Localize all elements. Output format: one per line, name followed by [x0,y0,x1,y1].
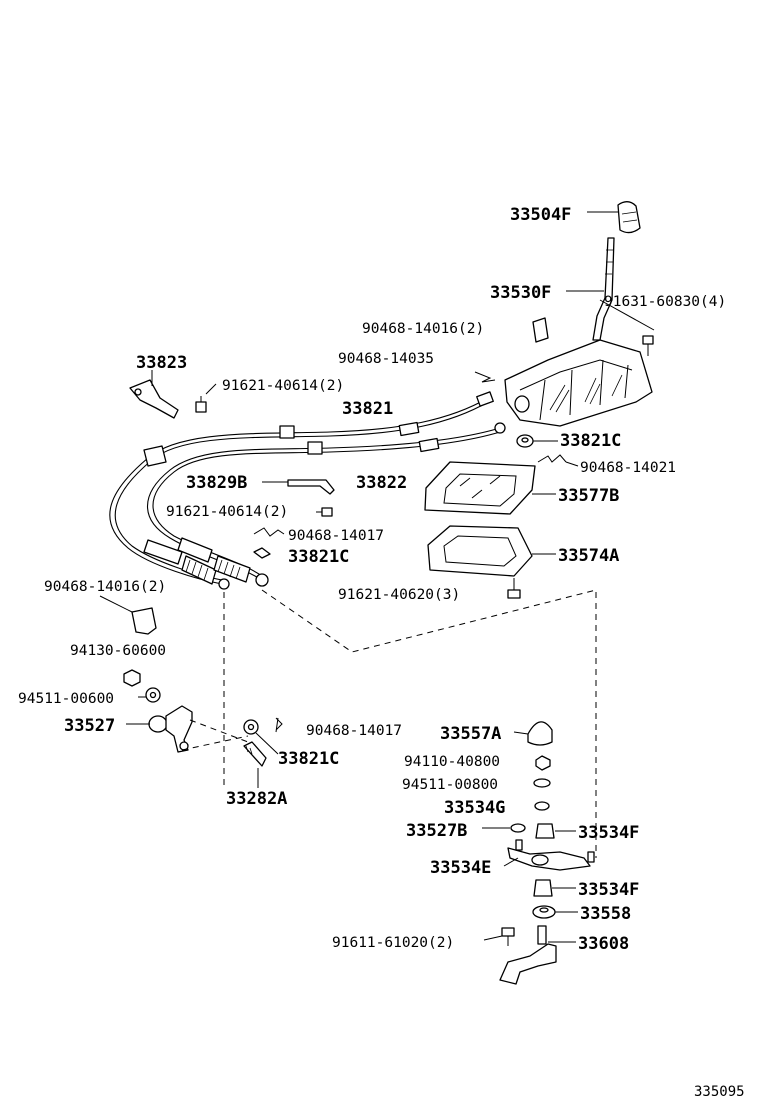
nut-94110-40800[interactable] [535,755,551,771]
label-94511-00600: 94511-00600 [18,691,114,707]
label-91631-60830: 91631-60830(4) [604,294,726,310]
label-33823: 33823 [136,353,187,373]
shift-housing[interactable] [504,339,653,427]
shift-knob[interactable] [617,201,641,234]
cable-bracket-33821 [279,425,295,439]
label-94130-60600: 94130-60600 [70,643,166,659]
leader-91631 [599,299,655,331]
label-33534F-a: 33534F [578,823,639,843]
label-33608: 33608 [578,934,629,954]
label-33534G: 33534G [444,798,505,818]
dashed-guide-center [261,589,597,858]
label-33821: 33821 [342,399,393,419]
bolt-91631[interactable] [642,335,654,356]
label-33821C-mid: 33821C [288,547,349,567]
bushing-33821C-low[interactable] [243,719,259,735]
label-33527B: 33527B [406,821,467,841]
label-33557A: 33557A [440,724,501,744]
cable-bracket-33822 [307,441,323,455]
bolt-91621-40614-top[interactable] [195,396,207,413]
plate-33577B[interactable] [424,461,536,515]
label-33577B: 33577B [558,486,619,506]
label-33822: 33822 [356,473,407,493]
label-33821C-low: 33821C [278,749,339,769]
label-90468-14035: 90468-14035 [338,351,434,367]
bracket-33608[interactable] [499,925,557,985]
label-91621-40620: 91621-40620(3) [338,587,460,603]
label-33558: 33558 [580,904,631,924]
label-94110-40800: 94110-40800 [404,754,500,770]
nut-94130-60600[interactable] [123,669,141,687]
clip-90468-14016-top[interactable] [532,317,549,343]
label-33821C-top: 33821C [560,431,621,451]
dashed-guide-lever [181,719,249,751]
diagram-code: 335095 [694,1084,745,1100]
label-33530F: 33530F [490,283,551,303]
pin-33282A[interactable] [243,741,267,767]
label-33829B: 33829B [186,473,247,493]
cable-sleeve-33821 [398,421,420,437]
label-90468-14016-left: 90468-14016(2) [44,579,166,595]
clip-90468-14017-mid[interactable] [253,527,285,537]
bolt-91611-61020[interactable] [501,927,515,946]
label-90468-14021: 90468-14021 [580,460,676,476]
label-90468-14016-top: 90468-14016(2) [362,321,484,337]
label-33534E: 33534E [430,858,491,878]
washer-94511-00800[interactable] [533,778,551,788]
bushing-33534F-b[interactable] [533,879,553,897]
bushing-33821C-mid[interactable] [253,547,271,559]
shift-lever[interactable] [592,237,615,341]
cable-end-33822-bottom[interactable] [177,537,269,587]
label-33534F-b: 33534F [578,880,639,900]
clip-90468-14035[interactable] [474,371,496,383]
clip-90468-14016-left[interactable] [131,607,157,635]
washer-33527B[interactable] [510,823,526,833]
cable-eye-33822-top [494,422,506,434]
label-94511-00800: 94511-00800 [402,777,498,793]
bolt-91621-40620[interactable] [507,578,521,599]
clip-90468-14021[interactable] [537,454,567,463]
bushing-33534F-a[interactable] [535,823,555,839]
label-90468-14017-mid: 90468-14017 [288,528,384,544]
clip-90468-14017-low[interactable] [275,717,283,733]
leader-33557A [513,731,529,735]
label-91611-61020: 91611-61020(2) [332,935,454,951]
leader-33821C-low [255,732,279,755]
label-33574A: 33574A [558,546,619,566]
washer-33534G[interactable] [534,801,550,811]
bushing-33558[interactable] [532,905,556,919]
bolt-91621-40614-mid[interactable] [316,507,333,517]
label-33282A: 33282A [226,789,287,809]
label-33504F: 33504F [510,205,571,225]
leader-90468-14016-left [99,595,133,613]
lever-33527[interactable] [148,705,193,753]
gasket-33574A[interactable] [427,525,533,577]
leader-91621-40614-top [205,383,217,395]
cable-bracket-left [143,445,167,467]
cable-end-33821-top [476,391,494,407]
bushing-33821C-top[interactable] [516,434,534,448]
washer-94511-00600[interactable] [145,687,161,703]
bracket-33829B[interactable] [287,479,335,495]
cap-33557A[interactable] [527,721,553,746]
bracket-33823[interactable] [129,379,179,419]
leader-90468-14021 [565,461,579,467]
label-91621-40614-mid: 91621-40614(2) [166,504,288,520]
label-33527: 33527 [64,716,115,736]
label-91621-40614-top: 91621-40614(2) [222,378,344,394]
cable-33821-inner [114,401,489,581]
bracket-33534E[interactable] [507,839,595,871]
leader-33534E [503,857,519,867]
cable-end-33821-bottom[interactable] [143,539,230,590]
label-90468-14017-low: 90468-14017 [306,723,402,739]
leader-91611-61020 [483,935,503,941]
cable-sleeve-33822 [418,437,440,453]
